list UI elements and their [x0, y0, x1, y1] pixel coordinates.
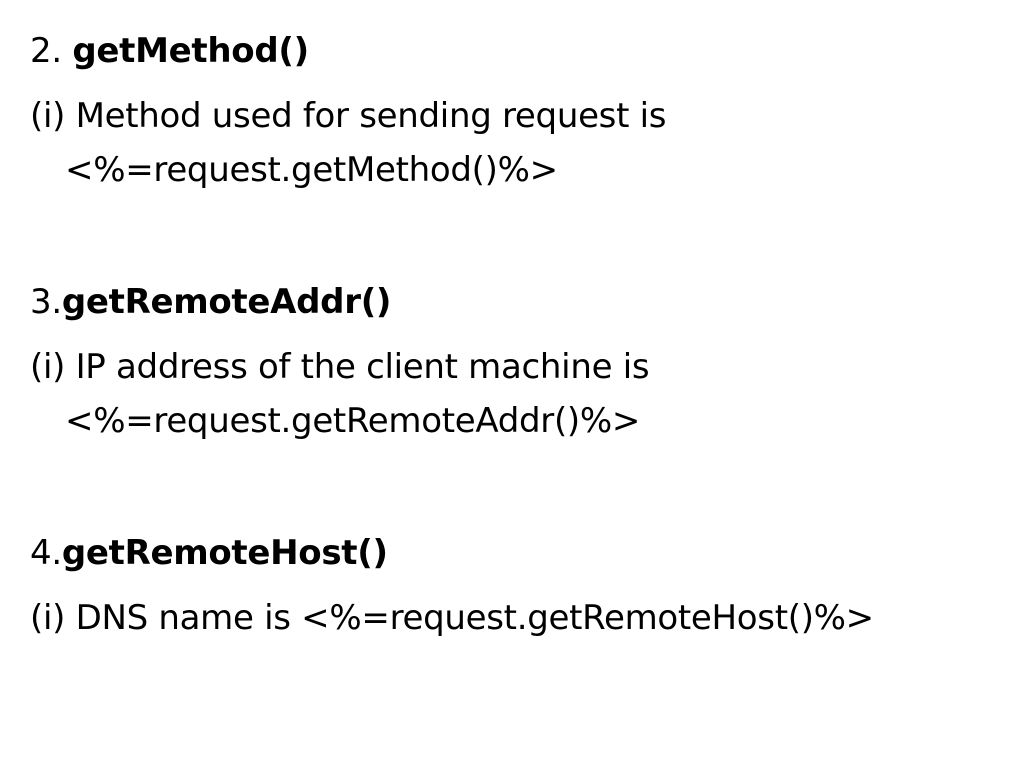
- section-title: getRemoteAddr(): [61, 282, 392, 322]
- section-description: (i) DNS name is <%=request.getRemoteHost…: [30, 598, 874, 638]
- section-number: 4.: [30, 533, 62, 573]
- section-title: getMethod(): [72, 31, 309, 71]
- section-heading-getmethod: 2. getMethod(): [30, 31, 309, 71]
- section-title: getRemoteHost(): [61, 533, 388, 573]
- section-heading-getremotehost: 4.getRemoteHost(): [30, 533, 388, 573]
- code-expression: <%=request.getRemoteAddr()%>: [65, 401, 641, 441]
- section-description: (i) IP address of the client machine is: [30, 347, 650, 387]
- section-heading-getremoteaddr: 3.getRemoteAddr(): [30, 282, 391, 322]
- section-number: 3.: [30, 282, 62, 322]
- code-expression: <%=request.getMethod()%>: [65, 150, 558, 190]
- section-number: 2.: [30, 31, 73, 71]
- section-description: (i) Method used for sending request is: [30, 96, 667, 136]
